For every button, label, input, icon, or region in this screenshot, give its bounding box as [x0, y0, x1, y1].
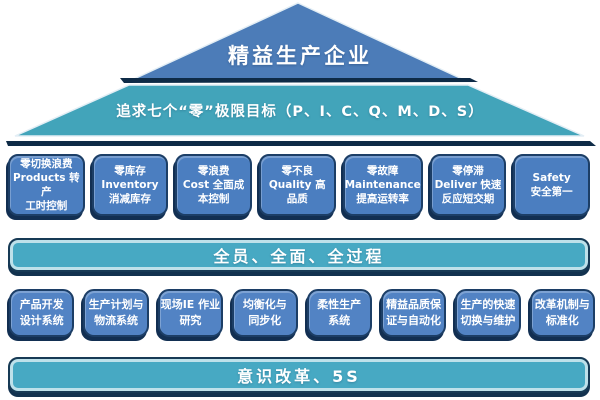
pyramid-goal-band: [14, 84, 585, 137]
pyramid-base-line: [6, 141, 596, 146]
zero-goal-box-maintenance: 零故障 Maintenance 提高运转率: [342, 154, 423, 216]
system-box-quality-assurance: 精益品质保 证与自动化: [380, 289, 447, 337]
system-box-ie-study: 现场IE 作业 研究: [157, 289, 224, 337]
system-box-quick-changeover: 生产的快速 切换与维护: [455, 289, 521, 337]
zero-goal-box-cost: 零浪费 Cost 全面成 本控制: [175, 154, 252, 216]
page-title: 精益生产企业: [228, 44, 372, 68]
zero-goal-box-deliver: 零停滞 Deliver 快速 反应短交期: [429, 154, 507, 216]
system-box-reform-standardization: 改革机制与 标准化: [529, 289, 595, 337]
scope-bar: 全员、全面、全过程: [8, 238, 590, 272]
zero-goal-box-safety: Safety 安全第一: [513, 154, 590, 216]
system-box-flexible-production: 柔性生产 系统: [306, 289, 372, 337]
zero-goal-box-products: 零切换浪费 Products 转产 工时控制: [8, 154, 85, 216]
zero-goal-box-inventory: 零库存 Inventory 消减库存: [91, 154, 169, 216]
system-box-leveling-sync: 均衡化与 同步化: [232, 289, 298, 337]
pyramid-graphic: [6, 2, 596, 146]
seven-zero-goals-label: 追求七个“零”极限目标（P、I、C、Q、M、D、S）: [116, 104, 484, 120]
zero-goal-box-quality: 零不良 Quality 高 品质: [258, 154, 336, 216]
zero-goals-row: 零切换浪费 Products 转产 工时控制 零库存 Inventory 消减库…: [8, 154, 590, 216]
system-box-product-design: 产品开发 设计系统: [9, 289, 75, 337]
systems-row: 产品开发 设计系统 生产计划与 物流系统 现场IE 作业 研究 均衡化与 同步化…: [9, 289, 595, 337]
pyramid-divider-line: [120, 78, 478, 83]
foundation-bar: 意识改革、5S: [8, 357, 590, 393]
system-box-planning-logistics: 生产计划与 物流系统: [83, 289, 149, 337]
